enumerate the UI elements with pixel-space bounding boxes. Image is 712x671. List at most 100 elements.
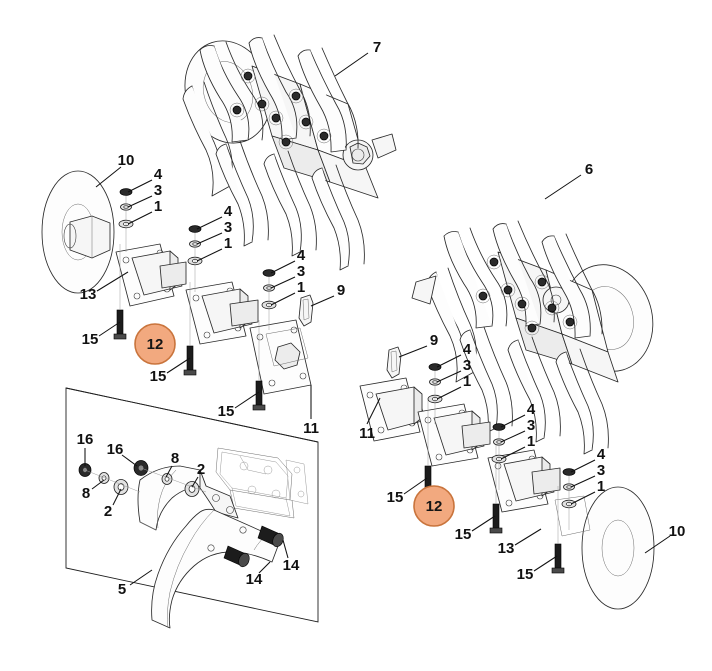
callout-15-hex-bolt: 15 <box>218 391 260 420</box>
callout-number-label: 13 <box>80 286 97 303</box>
callout-4-hex-nut: 4 <box>436 341 472 368</box>
callout-11-flange-plate-left: 11 <box>303 385 319 437</box>
callout-3-lock-washer: 3 <box>196 219 232 245</box>
callout-leader-line <box>196 216 223 230</box>
callout-8-washer-small: 8 <box>165 450 179 478</box>
callout-leader-line <box>270 260 296 274</box>
callout-number-label: 5 <box>118 581 126 598</box>
callout-number-label: 15 <box>455 526 472 543</box>
callout-number-label: 16 <box>77 431 94 448</box>
callout-16-nut-small: 16 <box>77 431 94 466</box>
callout-leader-line <box>282 539 289 559</box>
callout-leader-line <box>95 166 122 188</box>
callout-number-label: 8 <box>171 450 179 467</box>
callout-leader-line <box>112 488 122 506</box>
callout-number-label: 15 <box>218 403 235 420</box>
callout-leader-line <box>91 479 105 490</box>
callout-1-flat-washer: 1 <box>127 198 162 225</box>
callout-14-blade-bolt: 14 <box>282 539 300 574</box>
callout-number-label: 3 <box>597 462 605 479</box>
callout-4-hex-nut: 4 <box>127 166 163 193</box>
callout-number-label: 9 <box>430 332 438 349</box>
protection-disc-right <box>581 486 655 610</box>
callout-number-label: 11 <box>303 420 319 437</box>
callout-number-label: 4 <box>154 166 163 183</box>
callout-number-label: 16 <box>107 441 124 458</box>
callout-leader-line <box>127 179 153 193</box>
callout-8-washer-small: 8 <box>82 479 105 502</box>
callout-leader-line <box>570 459 596 473</box>
callout-leader-line <box>127 211 153 225</box>
hex-bolt-right-2 <box>489 442 503 534</box>
callout-15-hex-bolt: 15 <box>387 477 428 506</box>
fastener-stack-right-1 <box>427 363 443 424</box>
callout-3-lock-washer: 3 <box>436 357 471 383</box>
callout-number-label: 3 <box>297 263 305 280</box>
fastener-small-left <box>78 463 141 495</box>
callout-number-label: 7 <box>373 39 381 56</box>
blade-bolt-1 <box>257 525 284 548</box>
highlight-marker-layer[interactable]: 12 12 <box>134 323 455 527</box>
highlight-number-label: 12 <box>426 498 443 515</box>
callout-4-hex-nut: 4 <box>270 247 306 274</box>
callout-3-lock-washer: 3 <box>500 417 535 443</box>
callout-leader-line <box>234 391 260 409</box>
callout-1-flat-washer: 1 <box>436 373 471 400</box>
callout-leader-line <box>127 195 153 208</box>
callout-4-hex-nut: 4 <box>570 446 606 473</box>
callout-number-label: 4 <box>463 341 472 358</box>
callout-leader-line <box>544 174 582 200</box>
callout-number-label: 14 <box>283 557 300 574</box>
fastener-small-right <box>133 460 207 497</box>
highlight-circle[interactable] <box>413 485 455 527</box>
highlight-marker-12[interactable]: 12 <box>134 323 176 365</box>
tiller-rotor-left <box>182 34 397 271</box>
callout-leader-line <box>500 414 526 428</box>
callout-3-lock-washer: 3 <box>570 462 605 488</box>
callout-number-label: 9 <box>337 282 345 299</box>
callout-number-label: 13 <box>498 540 515 557</box>
callout-5-hoe-blade-assembly: 5 <box>118 569 153 598</box>
callout-leader-line <box>121 454 138 467</box>
callout-number-label: 1 <box>297 279 305 296</box>
callout-leader-line <box>471 515 496 532</box>
callout-9-locking-pin: 9 <box>398 332 438 358</box>
locking-pin-left <box>298 294 314 327</box>
callout-1-flat-washer: 1 <box>196 235 232 262</box>
callout-number-label: 1 <box>527 433 535 450</box>
callout-number-label: 1 <box>154 198 162 215</box>
callout-2-washer-large: 2 <box>191 461 205 488</box>
protection-disc-left <box>41 170 115 294</box>
callout-leader-line <box>98 321 121 337</box>
callout-number-label: 15 <box>387 489 404 506</box>
detail-inset-box <box>65 387 319 629</box>
callout-leader-line <box>191 476 199 488</box>
callout-number-label: 15 <box>517 566 534 583</box>
callout-number-label: 2 <box>104 503 112 520</box>
highlight-circle[interactable] <box>134 323 176 365</box>
fastener-stack-left-1 <box>118 188 134 252</box>
callout-6-tiller-rotor-right: 6 <box>544 161 593 200</box>
callout-4-hex-nut: 4 <box>196 203 233 230</box>
hub-shaft-right-middle <box>417 403 491 467</box>
tiller-rotor-right <box>411 220 654 455</box>
locking-pin-right <box>386 346 402 379</box>
callout-9-locking-pin: 9 <box>310 282 345 307</box>
highlight-marker-12[interactable]: 12 <box>413 485 455 527</box>
callout-number-label: 2 <box>197 461 205 478</box>
blade-bolt-2 <box>223 545 250 568</box>
flange-plate-right <box>359 377 427 442</box>
callout-number-label: 3 <box>527 417 535 434</box>
callout-10-protection-disc-right: 10 <box>644 523 685 554</box>
fastener-stack-left-2 <box>187 225 203 292</box>
callout-number-label: 3 <box>154 182 162 199</box>
callout-leader-line <box>270 292 296 306</box>
hub-shaft-right <box>487 449 591 537</box>
callout-leader-line <box>310 295 335 307</box>
callout-leader-line <box>533 555 558 572</box>
hex-bolt-left-2 <box>183 282 197 376</box>
callout-leader-line <box>436 370 462 383</box>
callout-leader-line <box>165 465 173 478</box>
callout-number-label: 4 <box>597 446 606 463</box>
